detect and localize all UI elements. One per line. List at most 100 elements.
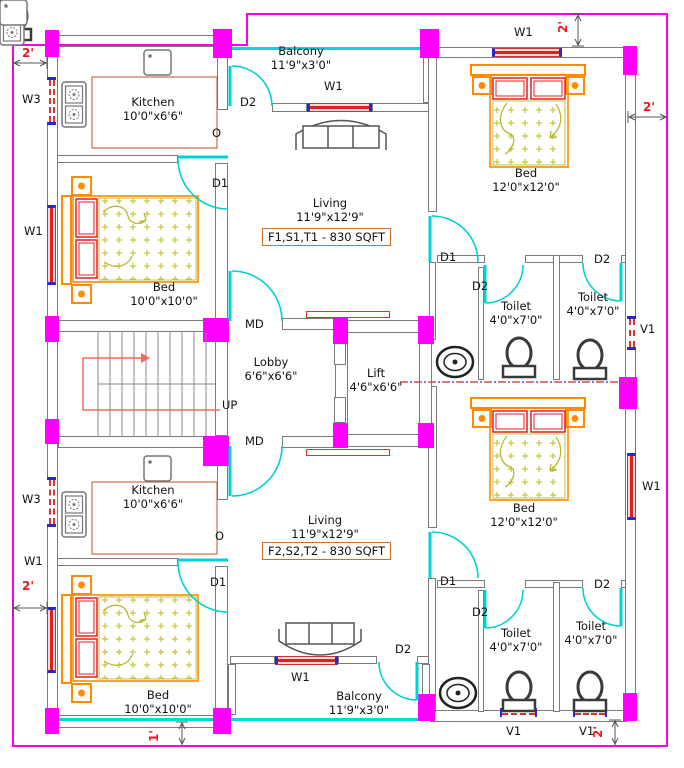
lift-shaft-inner xyxy=(347,332,420,435)
room-label-toilet-1: Toilet 4'0"x7'0" xyxy=(471,299,561,327)
wall xyxy=(478,590,484,712)
room-label-living-2: Living 11'9"x12'9" xyxy=(280,513,370,541)
room-label-toilet-4: Toilet 4'0"x7'0" xyxy=(546,619,636,647)
wall xyxy=(437,580,485,588)
column xyxy=(619,377,637,409)
column xyxy=(213,29,232,58)
room-name: Toilet xyxy=(500,299,532,313)
window-w1 xyxy=(492,48,562,57)
plot-boundary xyxy=(246,13,248,46)
room-name: Bed xyxy=(146,688,170,702)
door-label-d2: D2 xyxy=(472,605,489,619)
room-name: Toilet xyxy=(575,619,607,633)
plot-boundary xyxy=(246,13,668,15)
room-name: Bed xyxy=(514,166,538,180)
window-label-w3: W3 xyxy=(22,492,41,506)
wall xyxy=(478,267,484,380)
plot-boundary xyxy=(12,745,668,747)
window-w3 xyxy=(47,77,56,125)
window-label-w1: W1 xyxy=(24,554,43,568)
window-label-w1: W1 xyxy=(24,224,43,238)
window-w1 xyxy=(627,453,636,520)
door-label-d2: D2 xyxy=(395,642,412,656)
room-dims: 11'9"x3'0" xyxy=(270,57,332,72)
setback-dim-label: 2' xyxy=(643,100,656,114)
room-label-living-1: Living 11'9"x12'9" xyxy=(285,196,375,224)
dimension-lines xyxy=(12,13,668,746)
kitchen-counter xyxy=(91,76,218,149)
plot-boundary xyxy=(12,44,248,46)
room-name: Balcony xyxy=(336,689,382,703)
wall xyxy=(437,255,485,263)
room-label-bed-4: Bed 12'0"x12'0" xyxy=(479,501,569,529)
wall xyxy=(553,255,560,380)
door-label-d2: D2 xyxy=(240,95,257,109)
room-name: Balcony xyxy=(278,44,324,58)
column xyxy=(213,708,231,734)
door-label-d1: D1 xyxy=(440,250,457,264)
window-w1 xyxy=(307,103,372,112)
room-dims: 4'0"x7'0" xyxy=(489,639,543,654)
column xyxy=(45,708,59,734)
kitchen-sink-icon xyxy=(0,0,28,26)
room-label-balcony-1: Balcony 11'9"x3'0" xyxy=(256,44,346,72)
window-w1 xyxy=(275,656,338,665)
wall xyxy=(230,656,275,664)
column xyxy=(333,423,348,448)
plot-boundary xyxy=(666,13,668,747)
room-dims: 11'9"x3'0" xyxy=(328,702,390,717)
column xyxy=(418,423,434,448)
column xyxy=(420,29,439,58)
room-dims: 4'0"x7'0" xyxy=(564,632,618,647)
door-swings xyxy=(177,65,623,701)
setback-dim-label: 2' xyxy=(22,46,35,60)
room-name: Living xyxy=(312,196,348,210)
door-label-d1: D1 xyxy=(212,176,229,190)
room-label-bed-3: Bed 10'0"x10'0" xyxy=(113,688,203,716)
window-label-w1: W1 xyxy=(291,670,310,684)
column xyxy=(623,693,637,721)
window-label-w1: W1 xyxy=(642,479,661,493)
wall xyxy=(553,582,560,712)
column xyxy=(203,436,229,466)
opening-label-o: O xyxy=(215,529,225,543)
room-label-balcony-2: Balcony 11'9"x3'0" xyxy=(314,689,404,717)
window-label-w1: W1 xyxy=(514,25,533,39)
column xyxy=(203,318,229,342)
door-label-d1: D1 xyxy=(210,575,227,589)
setback-dim-label: 1' xyxy=(147,729,162,743)
setback-dim-label: 2' xyxy=(556,20,571,34)
column xyxy=(333,318,348,344)
room-dims: 12'0"x12'0" xyxy=(490,514,558,529)
lift-door-notch xyxy=(334,397,346,423)
window-w1 xyxy=(47,205,56,285)
room-label-lobby: Lobby 6'6"x6'6" xyxy=(226,355,316,383)
window-label-w1: W1 xyxy=(324,79,343,93)
window-label-w3: W3 xyxy=(22,92,41,106)
room-dims: 10'0"x6'6" xyxy=(122,108,184,123)
room-dims: 4'0"x7'0" xyxy=(566,303,620,318)
door-label-d2: D2 xyxy=(594,252,611,266)
opening-label-o: O xyxy=(212,126,222,140)
wall xyxy=(272,103,307,112)
column xyxy=(418,316,434,344)
room-dims: 10'0"x6'6" xyxy=(122,496,184,511)
kitchen-counter xyxy=(91,481,218,555)
column xyxy=(418,694,435,721)
double-bed-icon xyxy=(61,176,199,304)
door-label-d2: D2 xyxy=(472,279,489,293)
room-dims: 12'0"x12'0" xyxy=(492,179,560,194)
room-name: Lobby xyxy=(253,355,289,369)
room-name: Toilet xyxy=(577,290,609,304)
wall xyxy=(338,656,377,664)
setback-dim-label: 2' xyxy=(22,579,35,593)
room-name: Living xyxy=(307,513,343,527)
column xyxy=(45,316,59,342)
room-name: Bed xyxy=(152,280,176,294)
room-label-kitchen-2: Kitchen 10'0"x6'6" xyxy=(108,483,198,511)
door-label-d2: D2 xyxy=(594,577,611,591)
door-label-md: MD xyxy=(245,317,264,331)
room-dims: 6'6"x6'6" xyxy=(244,368,298,383)
room-label-kitchen-1: Kitchen 10'0"x6'6" xyxy=(108,95,198,123)
